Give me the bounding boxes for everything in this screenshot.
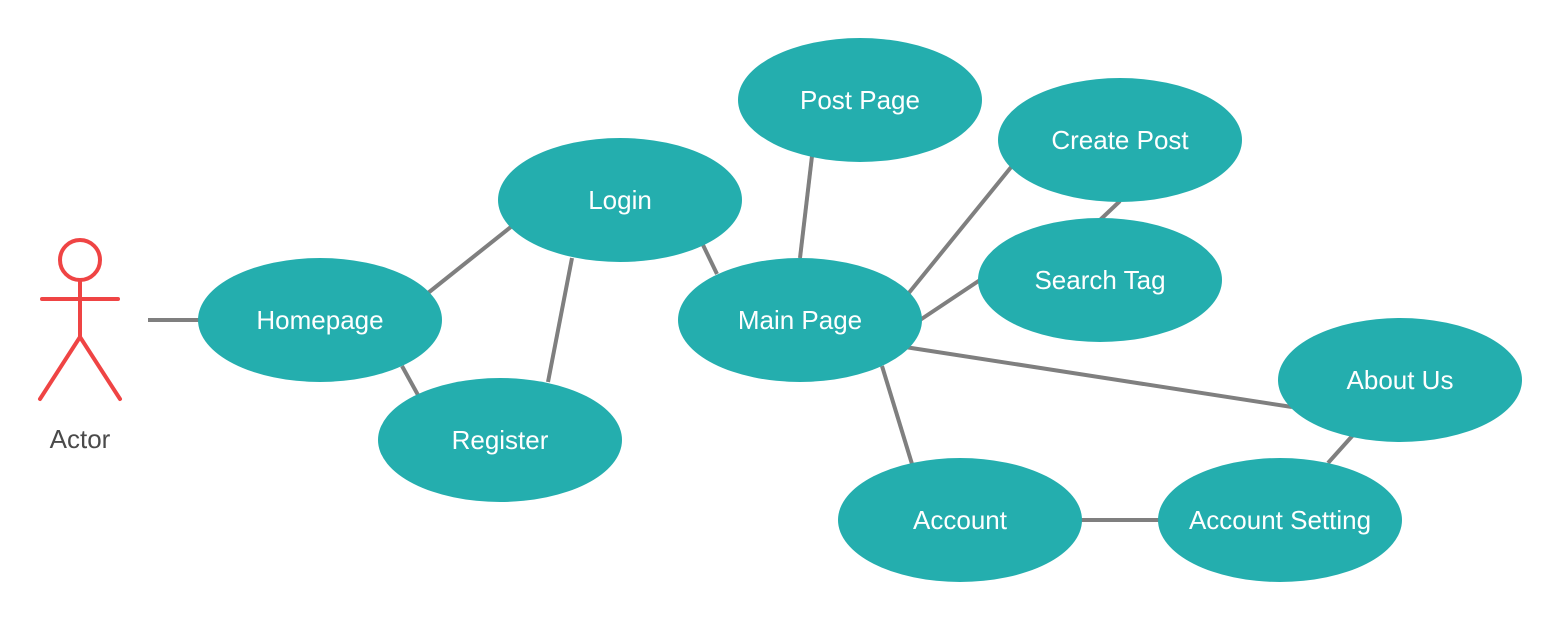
use-case-main-page[interactable]: Main Page [678, 258, 922, 382]
use-case-label: Create Post [1051, 125, 1189, 155]
actor[interactable]: Actor [38, 238, 122, 454]
edge-main-page-account [880, 365, 914, 465]
use-case-label: Login [588, 185, 652, 215]
actor-left-leg-icon [38, 335, 82, 401]
use-case-label: Account Setting [1189, 505, 1371, 535]
edge-login-main-page [701, 244, 719, 275]
edge-main-page-about-us [904, 345, 1293, 409]
use-case-register[interactable]: Register [378, 378, 622, 502]
use-case-label: Main Page [738, 305, 862, 335]
use-case-ellipse [498, 138, 742, 262]
use-case-post-page[interactable]: Post Page [738, 38, 982, 162]
use-case-ellipse [198, 258, 442, 382]
edge-homepage-login [426, 224, 514, 295]
use-case-label: Account [913, 505, 1008, 535]
use-case-label: Post Page [800, 85, 920, 115]
edge-create-post-search-tag [1098, 199, 1122, 222]
use-case-create-post[interactable]: Create Post [998, 78, 1242, 202]
edge-login-register [546, 257, 574, 383]
use-case-homepage[interactable]: Homepage [198, 258, 442, 382]
actor-right-leg-icon [78, 335, 122, 401]
use-case-label: Register [452, 425, 549, 455]
use-case-ellipse [978, 218, 1222, 342]
use-case-search-tag[interactable]: Search Tag [978, 218, 1222, 342]
use-case-ellipse [1278, 318, 1522, 442]
edge-account-setting-about-us [1326, 432, 1356, 465]
use-case-ellipse [998, 78, 1242, 202]
use-case-account-setting[interactable]: Account Setting [1158, 458, 1402, 582]
use-case-about-us[interactable]: About Us [1278, 318, 1522, 442]
edge-homepage-register [400, 365, 420, 396]
use-case-label: About Us [1347, 365, 1454, 395]
actor-label: Actor [50, 424, 111, 454]
edge-main-page-post-page [798, 155, 814, 259]
use-case-account[interactable]: Account [838, 458, 1082, 582]
actor-head-icon [58, 238, 102, 282]
use-case-login[interactable]: Login [498, 138, 742, 262]
use-case-ellipse [378, 378, 622, 502]
use-case-label: Search Tag [1034, 265, 1165, 295]
use-case-label: Homepage [256, 305, 383, 335]
connectors [148, 155, 1356, 522]
use-case-ellipse [678, 258, 922, 382]
edge-main-page-search-tag [918, 278, 982, 322]
use-case-ellipse [1158, 458, 1402, 582]
edge-main-page-create-post [906, 164, 1014, 296]
use-case-ellipse [738, 38, 982, 162]
use-case-ellipse [838, 458, 1082, 582]
